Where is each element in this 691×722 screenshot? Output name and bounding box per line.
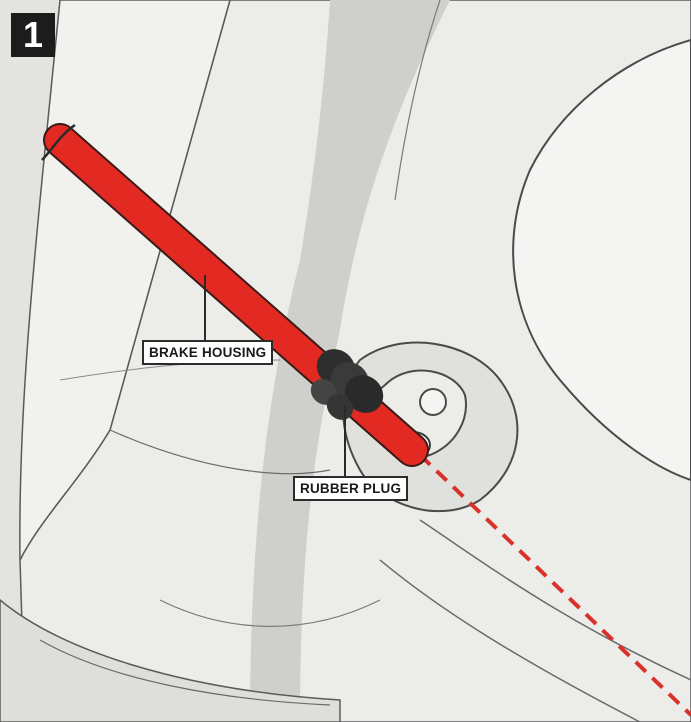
step-number-badge: 1 — [11, 13, 55, 57]
brake-housing-label: BRAKE HOUSING — [142, 340, 273, 365]
port-bolt-hole — [420, 389, 446, 415]
rubber-plug-label: RUBBER PLUG — [293, 476, 408, 501]
